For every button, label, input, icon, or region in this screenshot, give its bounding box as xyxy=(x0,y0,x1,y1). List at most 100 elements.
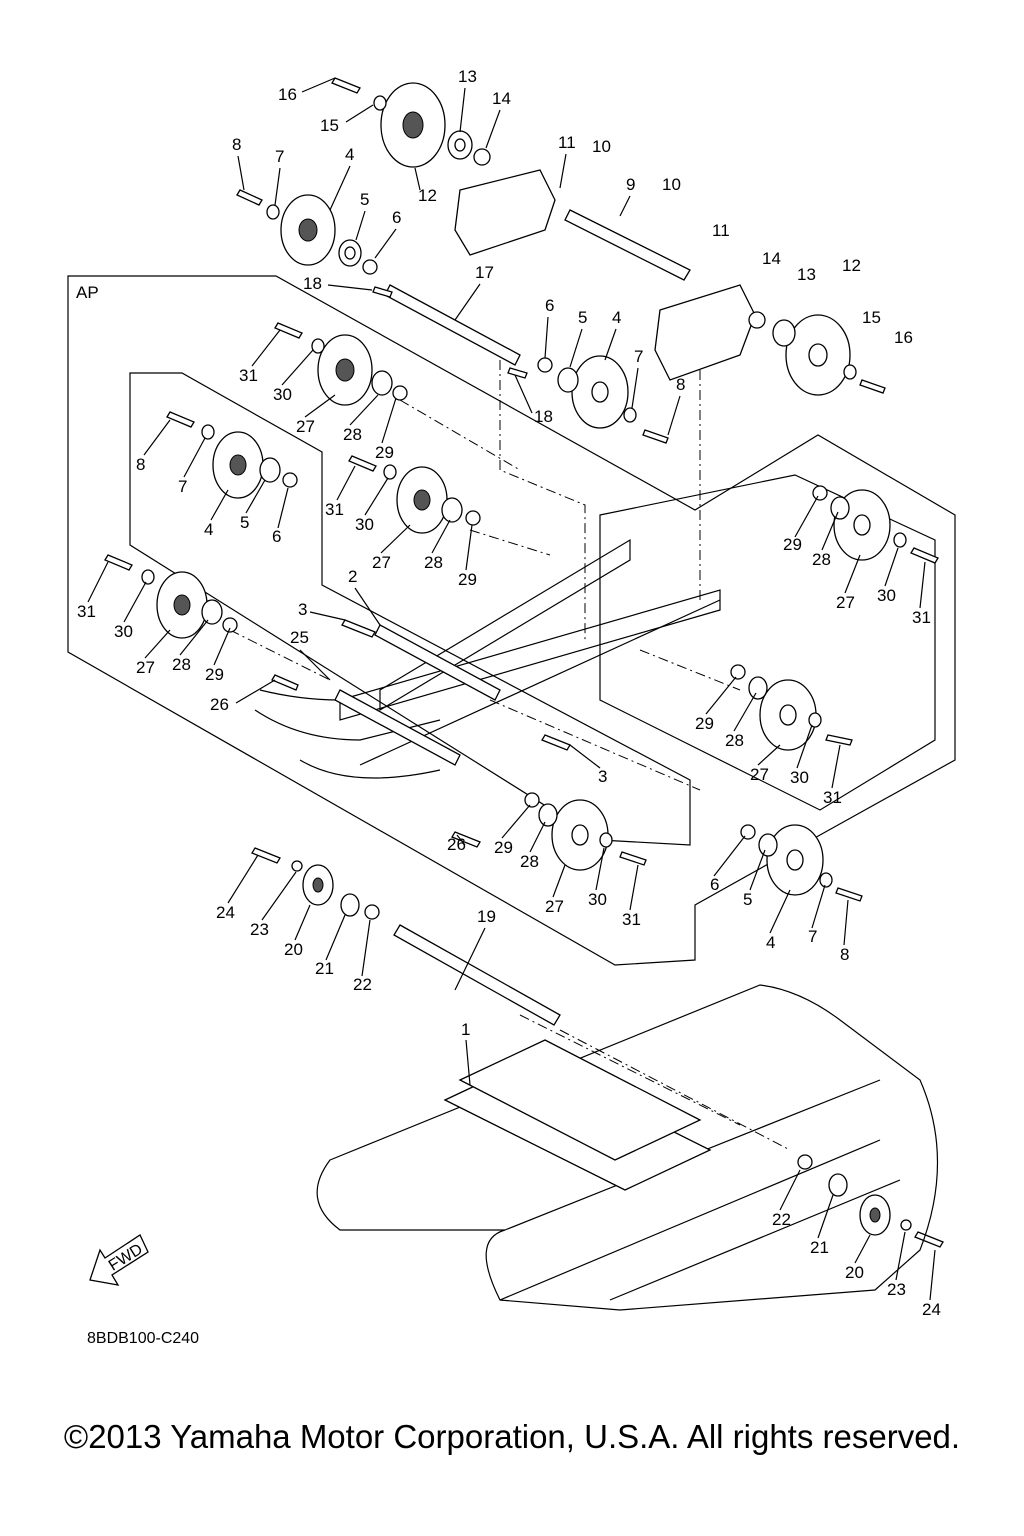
svg-text:16: 16 xyxy=(894,328,913,347)
svg-text:4: 4 xyxy=(766,933,775,952)
copyright-notice: ©2013 Yamaha Motor Corporation, U.S.A. A… xyxy=(63,1418,961,1455)
svg-text:28: 28 xyxy=(172,655,191,674)
ap-outline xyxy=(67,275,956,966)
svg-text:8: 8 xyxy=(232,135,241,154)
svg-text:29: 29 xyxy=(375,443,394,462)
svg-text:5: 5 xyxy=(240,513,249,532)
svg-text:27: 27 xyxy=(372,553,391,572)
svg-text:7: 7 xyxy=(178,477,187,496)
svg-text:27: 27 xyxy=(136,658,155,677)
svg-text:6: 6 xyxy=(392,208,401,227)
svg-text:30: 30 xyxy=(273,385,292,404)
svg-text:20: 20 xyxy=(845,1263,864,1282)
svg-text:28: 28 xyxy=(343,425,362,444)
svg-text:18: 18 xyxy=(303,274,322,293)
svg-text:21: 21 xyxy=(810,1238,829,1257)
svg-text:1: 1 xyxy=(461,1020,470,1039)
track-lugs xyxy=(443,1039,712,1191)
svg-text:23: 23 xyxy=(250,920,269,939)
svg-text:25: 25 xyxy=(290,628,309,647)
svg-text:30: 30 xyxy=(790,768,809,787)
svg-text:17: 17 xyxy=(475,263,494,282)
svg-text:27: 27 xyxy=(750,765,769,784)
svg-text:5: 5 xyxy=(743,890,752,909)
svg-text:13: 13 xyxy=(458,67,477,86)
svg-text:31: 31 xyxy=(622,910,641,929)
svg-text:22: 22 xyxy=(353,975,372,994)
svg-text:29: 29 xyxy=(783,535,802,554)
part-labels: 13 14 16 15 8 7 4 11 10 9 10 12 5 6 11 1… xyxy=(77,67,941,1319)
svg-text:11: 11 xyxy=(558,133,576,152)
svg-text:13: 13 xyxy=(797,265,816,284)
svg-text:5: 5 xyxy=(578,308,587,327)
label-leaders xyxy=(87,77,936,1301)
ap-label: AP xyxy=(76,283,99,302)
svg-text:23: 23 xyxy=(887,1280,906,1299)
inner-box-right xyxy=(599,474,936,811)
svg-text:6: 6 xyxy=(545,296,554,315)
svg-text:31: 31 xyxy=(239,366,258,385)
svg-text:27: 27 xyxy=(296,417,315,436)
bolts xyxy=(104,77,944,1248)
svg-text:7: 7 xyxy=(808,927,817,946)
svg-text:9: 9 xyxy=(626,175,635,194)
svg-text:5: 5 xyxy=(360,190,369,209)
svg-text:15: 15 xyxy=(862,308,881,327)
svg-text:6: 6 xyxy=(272,527,281,546)
svg-text:14: 14 xyxy=(492,89,511,108)
svg-text:8: 8 xyxy=(676,375,685,394)
svg-text:30: 30 xyxy=(877,586,896,605)
svg-text:30: 30 xyxy=(114,622,133,641)
svg-text:24: 24 xyxy=(922,1300,941,1319)
svg-text:22: 22 xyxy=(772,1210,791,1229)
svg-text:18: 18 xyxy=(534,407,553,426)
svg-text:30: 30 xyxy=(355,515,374,534)
svg-text:15: 15 xyxy=(320,116,339,135)
svg-text:4: 4 xyxy=(345,145,354,164)
inner-box-left xyxy=(129,372,691,846)
svg-text:7: 7 xyxy=(275,147,284,166)
drawing-code: 8BDB100-C240 xyxy=(87,1330,199,1347)
svg-text:21: 21 xyxy=(315,959,334,978)
svg-text:29: 29 xyxy=(695,714,714,733)
svg-text:20: 20 xyxy=(284,940,303,959)
leader-lines xyxy=(229,360,791,1151)
svg-text:28: 28 xyxy=(424,553,443,572)
svg-text:27: 27 xyxy=(836,593,855,612)
svg-text:10: 10 xyxy=(662,175,681,194)
suspension-rails xyxy=(254,538,721,779)
small-parts xyxy=(141,95,912,1231)
svg-text:4: 4 xyxy=(612,308,621,327)
svg-text:7: 7 xyxy=(634,347,643,366)
svg-text:16: 16 xyxy=(278,85,297,104)
svg-text:12: 12 xyxy=(842,256,861,275)
svg-text:8: 8 xyxy=(840,945,849,964)
svg-text:29: 29 xyxy=(458,570,477,589)
svg-text:12: 12 xyxy=(418,186,437,205)
svg-text:3: 3 xyxy=(598,767,607,786)
svg-text:3: 3 xyxy=(298,600,307,619)
fwd-arrow-icon: FWD xyxy=(89,1234,149,1286)
svg-text:24: 24 xyxy=(216,903,235,922)
svg-text:8: 8 xyxy=(136,455,145,474)
svg-text:4: 4 xyxy=(204,520,213,539)
svg-text:28: 28 xyxy=(725,731,744,750)
svg-text:6: 6 xyxy=(710,875,719,894)
svg-text:27: 27 xyxy=(545,897,564,916)
shafts xyxy=(334,209,691,1026)
svg-text:11: 11 xyxy=(712,221,730,240)
wheels xyxy=(156,82,891,1236)
svg-text:26: 26 xyxy=(447,835,466,854)
svg-text:31: 31 xyxy=(77,602,96,621)
bracket-plates xyxy=(454,169,756,381)
svg-text:28: 28 xyxy=(812,550,831,569)
svg-text:29: 29 xyxy=(205,665,224,684)
svg-text:10: 10 xyxy=(592,137,611,156)
svg-text:26: 26 xyxy=(210,695,229,714)
svg-text:30: 30 xyxy=(588,890,607,909)
svg-text:2: 2 xyxy=(348,567,357,586)
svg-text:19: 19 xyxy=(477,907,496,926)
svg-text:31: 31 xyxy=(912,608,931,627)
svg-text:31: 31 xyxy=(823,788,842,807)
svg-text:14: 14 xyxy=(762,249,781,268)
